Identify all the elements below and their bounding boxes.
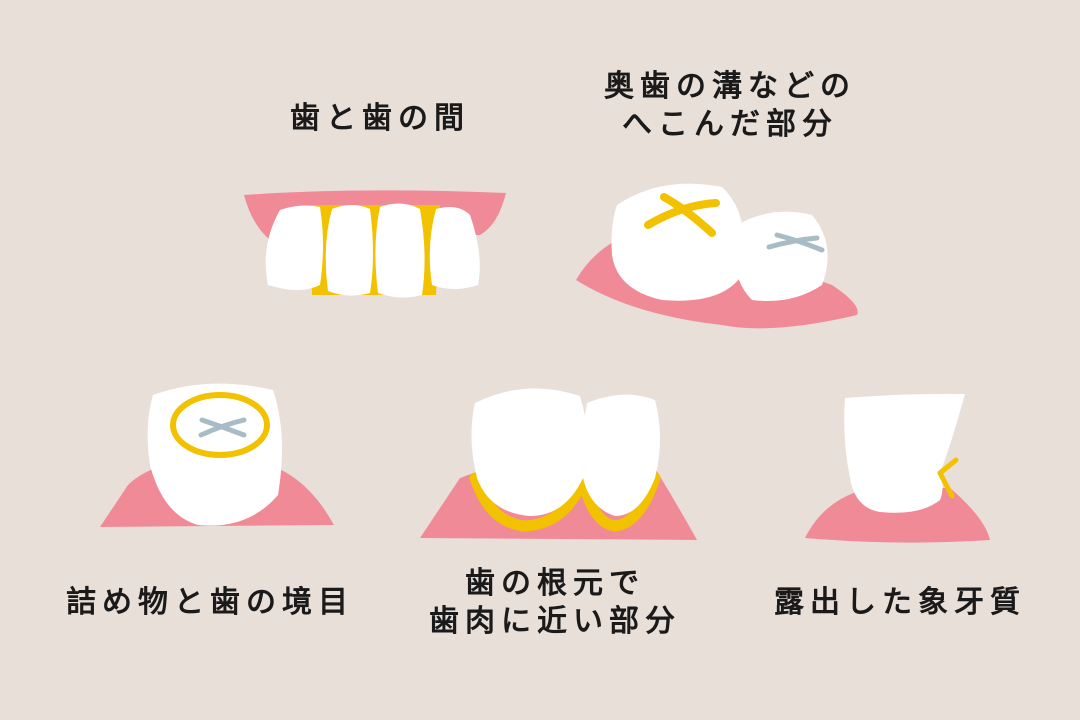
- large-molar: [611, 183, 745, 301]
- filling-illustration: [98, 375, 338, 535]
- gum: [805, 488, 990, 543]
- gumline-illustration: [415, 378, 700, 548]
- label-between-teeth: 歯と歯の間: [290, 101, 470, 136]
- plaque-gumline: [469, 461, 661, 532]
- tooth-right: [582, 394, 660, 516]
- groove-yellow: [644, 193, 720, 237]
- tooth-3: [375, 203, 425, 298]
- dentin-edge: [937, 457, 959, 499]
- filling-outline: [170, 392, 270, 458]
- label-root-near-gum: 歯の根元で 歯肉に近い部分: [429, 566, 681, 639]
- tooth-left: [471, 388, 588, 516]
- label-molar-grooves: 奥歯の溝などの へこんだ部分: [604, 69, 856, 142]
- molars-illustration: [572, 175, 867, 335]
- label-exposed-dentin: 露出した象牙質: [774, 585, 1026, 620]
- tooth-4: [429, 207, 480, 289]
- tooth: [844, 393, 965, 513]
- tooth-2: [325, 205, 373, 296]
- groove-gray: [766, 232, 825, 253]
- tooth-1: [265, 205, 323, 290]
- front-teeth-illustration: [240, 185, 510, 305]
- groove-gray: [198, 417, 247, 438]
- exposed-dentin-illustration: [800, 388, 995, 548]
- small-molar: [734, 211, 828, 301]
- label-filling-border: 詰め物と歯の境目: [66, 585, 354, 620]
